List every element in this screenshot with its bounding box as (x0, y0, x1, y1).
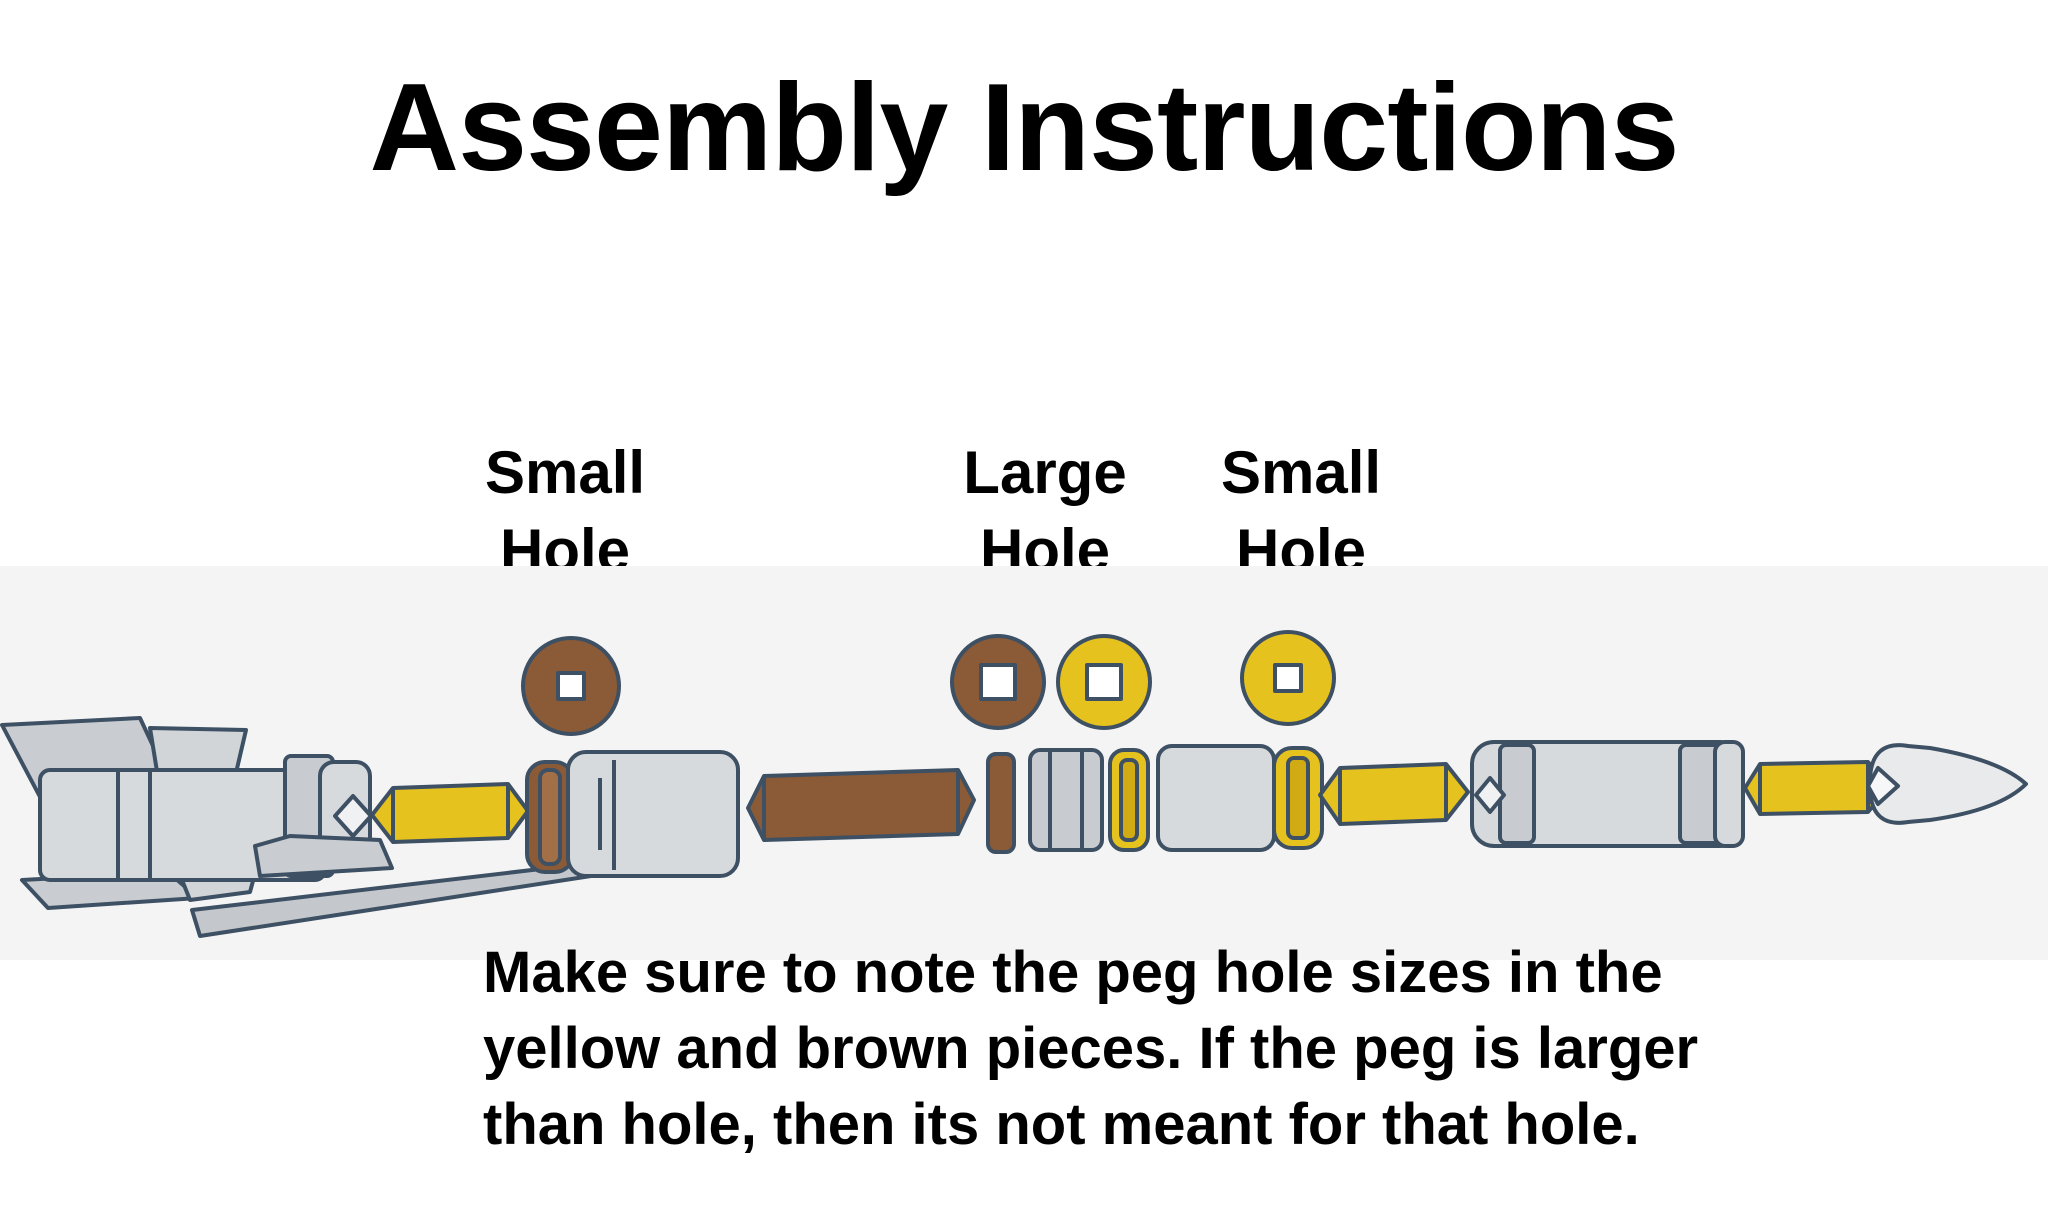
washer-top-brown-large (950, 634, 1046, 730)
assembly-note: Make sure to note the peg hole sizes in … (483, 935, 1883, 1163)
gray-tube (566, 750, 740, 878)
washer-top-brown-small (521, 636, 621, 736)
yellow-peg-front (1743, 760, 1892, 816)
yellow-peg (370, 782, 530, 844)
brown-coupler-rod (746, 768, 976, 842)
body-section (1470, 740, 1745, 848)
hole-label-size: Large (963, 439, 1127, 506)
washer-top-yellow-large (1056, 634, 1152, 730)
hole-label-size: Small (484, 439, 646, 506)
nose-cone (1866, 743, 2028, 825)
note-line: yellow and brown pieces. If the peg is l… (483, 1016, 1699, 1081)
tail-mount (253, 834, 394, 878)
hole-label-size: Small (1220, 439, 1382, 506)
note-line: Make sure to note the peg hole sizes in … (483, 940, 1663, 1005)
brown-washer-large-hole (986, 752, 1016, 854)
gray-tube-middle (1156, 744, 1276, 852)
page-title: Assembly Instructions (369, 59, 1680, 197)
washer-top-yellow-small (1240, 630, 1336, 726)
note-line: than hole, then its not meant for that h… (483, 1092, 1640, 1157)
yellow-peg-middle (1318, 762, 1470, 826)
rivet-band-section (1028, 748, 1104, 852)
socket-diamond (333, 794, 373, 838)
rocket-tail-section (0, 716, 606, 938)
